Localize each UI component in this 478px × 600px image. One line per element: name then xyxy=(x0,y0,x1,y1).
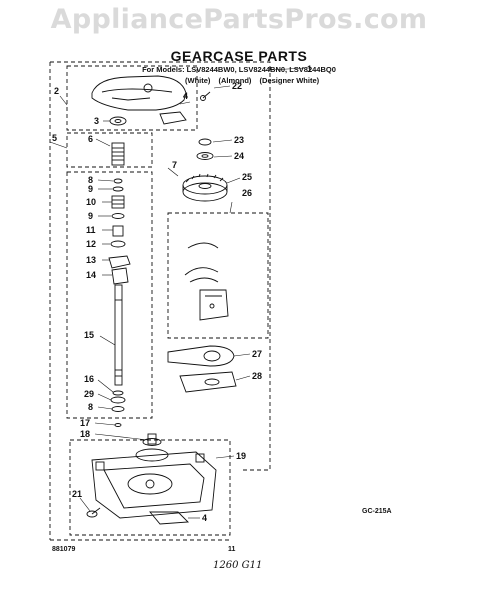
washer-24 xyxy=(196,152,214,160)
shift-assembly xyxy=(184,242,229,321)
cover-box xyxy=(66,65,198,131)
washer-23 xyxy=(198,138,212,146)
callout-1: 1 xyxy=(307,64,312,74)
screw xyxy=(200,91,211,101)
callout-4-top: 4 xyxy=(183,91,188,101)
color-almond: (Almond) xyxy=(218,76,252,85)
callout-11: 11 xyxy=(86,225,96,235)
callout-7: 7 xyxy=(172,160,177,170)
color-variants: (White) (Almond) (Designer White) xyxy=(185,76,325,85)
callout-9-top: 9 xyxy=(88,184,93,194)
handwritten-note: 1260 G11 xyxy=(213,560,263,571)
washer xyxy=(109,116,127,126)
callout-29: 29 xyxy=(84,389,94,399)
callout-26: 26 xyxy=(242,188,252,198)
callout-labels: 1 2 3 4 22 5 6 23 24 7 25 26 8 9 10 9 11… xyxy=(52,64,312,523)
callout-2: 2 xyxy=(54,86,59,96)
pinion-gear xyxy=(111,142,125,166)
shift-lever xyxy=(167,345,235,367)
callout-21: 21 xyxy=(72,489,82,499)
callout-28: 28 xyxy=(252,371,262,381)
case-gear xyxy=(135,433,169,462)
callout-5: 5 xyxy=(52,133,57,143)
doc-code: 881079 xyxy=(52,546,76,553)
callout-8-low: 8 xyxy=(88,402,93,412)
callout-9-mid: 9 xyxy=(88,211,93,221)
callout-18: 18 xyxy=(80,429,90,439)
color-designer-white: (Designer White) xyxy=(259,76,320,85)
main-shaft xyxy=(114,284,123,386)
callout-4-bottom: 4 xyxy=(202,513,207,523)
callout-10: 10 xyxy=(86,197,96,207)
callout-8-top: 8 xyxy=(88,175,93,185)
shift-box xyxy=(167,212,269,339)
callout-19: 19 xyxy=(236,451,246,461)
gearcase-cover xyxy=(91,75,187,125)
bolt xyxy=(86,507,101,518)
shift-plate xyxy=(179,371,237,393)
leader-lines xyxy=(49,67,306,519)
callout-25: 25 xyxy=(242,172,252,182)
gearcase-housing xyxy=(91,451,217,525)
callout-24: 24 xyxy=(234,151,244,161)
callout-27: 27 xyxy=(252,349,262,359)
callout-6: 6 xyxy=(88,134,93,144)
callout-17: 17 xyxy=(80,418,90,428)
drive-gear xyxy=(182,173,228,202)
callout-22: 22 xyxy=(232,81,242,91)
outer-frame xyxy=(50,61,271,471)
callout-15: 15 xyxy=(84,330,94,340)
page-title: GEARCASE PARTS xyxy=(170,48,308,64)
shaft-box xyxy=(66,171,153,419)
callout-13: 13 xyxy=(86,255,96,265)
color-white: (White) xyxy=(185,76,211,85)
callout-12: 12 xyxy=(86,239,96,249)
callout-23: 23 xyxy=(234,135,244,145)
pinion-box xyxy=(66,132,153,168)
page-number: 11 xyxy=(228,546,236,553)
callout-3: 3 xyxy=(94,116,99,126)
case-box xyxy=(69,439,231,536)
watermark: AppliancePartsPros.com xyxy=(50,4,428,35)
shaft-parts-stack xyxy=(108,178,131,285)
models-line: For Models: LSV8244BW0, LSV8244BN0, LSV8… xyxy=(142,65,336,74)
callout-16: 16 xyxy=(84,374,94,384)
callout-14: 14 xyxy=(86,270,96,280)
diagram-code: GC-215A xyxy=(362,508,392,515)
lower-washers xyxy=(110,390,126,427)
